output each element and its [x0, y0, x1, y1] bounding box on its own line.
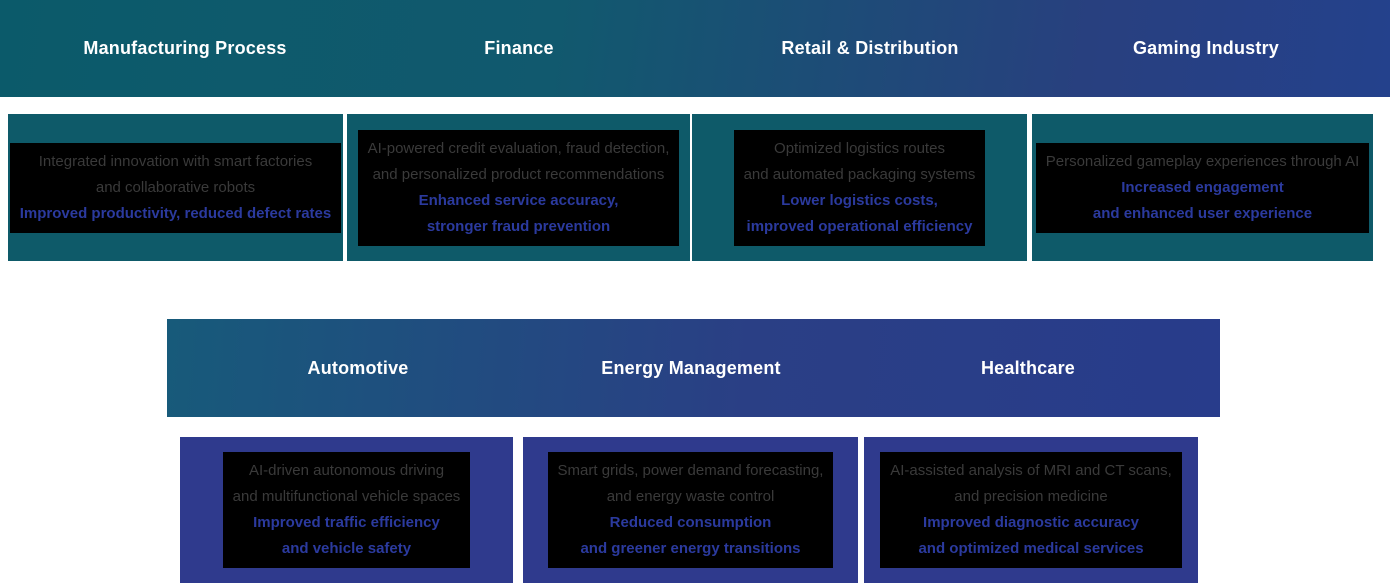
header-title-retail-distribution: Retail & Distribution — [781, 38, 959, 58]
description-line: Optimized logistics routes — [774, 139, 945, 157]
card-text-box: AI-powered credit evaluation, fraud dete… — [357, 129, 680, 246]
card-automotive: AI-driven autonomous driving and multifu… — [180, 437, 513, 583]
description-line: and precision medicine — [954, 488, 1108, 505]
description-line: and personalized product recommendations — [372, 165, 665, 183]
description-line: AI-driven autonomous driving — [248, 462, 445, 479]
outcome-line: and enhanced user experience — [1092, 204, 1313, 222]
description-line: and collaborative robots — [95, 178, 256, 196]
industries-header-bottom: Automotive Energy Management Healthcare — [167, 319, 1220, 417]
card-retail-distribution: Optimized logistics routes and automated… — [692, 114, 1027, 261]
outcome-line: and vehicle safety — [281, 540, 412, 557]
outcome-line: Increased engagement — [1121, 178, 1284, 196]
description-line: Personalized gameplay experiences throug… — [1045, 152, 1360, 170]
card-finance: AI-powered credit evaluation, fraud dete… — [347, 114, 690, 261]
header-title-finance: Finance — [484, 38, 554, 58]
card-healthcare: AI-assisted analysis of MRI and CT scans… — [864, 437, 1198, 583]
card-text-box: AI-driven autonomous driving and multifu… — [222, 452, 471, 568]
card-manufacturing-process: Integrated innovation with smart factori… — [8, 114, 343, 261]
card-text-box: Integrated innovation with smart factori… — [9, 142, 342, 233]
header-title-gaming-industry: Gaming Industry — [1132, 38, 1279, 58]
card-text-box: Optimized logistics routes and automated… — [733, 129, 986, 246]
description-line: and energy waste control — [606, 488, 775, 505]
card-energy-management: Smart grids, power demand forecasting, a… — [523, 437, 858, 583]
outcome-line: stronger fraud prevention — [426, 217, 611, 235]
outcome-line: Reduced consumption — [609, 514, 772, 531]
outcome-line: Lower logistics costs, — [781, 191, 938, 209]
card-text-box: Smart grids, power demand forecasting, a… — [547, 452, 834, 568]
outcome-line: Improved productivity, reduced defect ra… — [19, 204, 332, 222]
card-gaming-industry: Personalized gameplay experiences throug… — [1032, 114, 1373, 261]
outcome-line: Improved diagnostic accuracy — [923, 514, 1139, 531]
description-line: and multifunctional vehicle spaces — [232, 488, 461, 505]
header-title-healthcare: Healthcare — [980, 357, 1076, 378]
description-line: Smart grids, power demand forecasting, — [557, 462, 824, 479]
outcome-line: Improved traffic efficiency — [253, 514, 440, 531]
card-text-box: AI-assisted analysis of MRI and CT scans… — [880, 452, 1182, 568]
outcome-line: Enhanced service accuracy, — [418, 191, 619, 209]
outcome-line: and greener energy transitions — [580, 540, 801, 557]
header-title-energy-management: Energy Management — [601, 357, 781, 378]
description-line: AI-powered credit evaluation, fraud dete… — [367, 139, 670, 157]
card-text-box: Personalized gameplay experiences throug… — [1035, 142, 1370, 233]
outcome-line: improved operational efficiency — [746, 217, 973, 235]
description-line: AI-assisted analysis of MRI and CT scans… — [890, 462, 1172, 479]
header-title-automotive: Automotive — [307, 357, 409, 378]
industries-header-top: Manufacturing Process Finance Retail & D… — [0, 0, 1390, 97]
header-title-manufacturing-process: Manufacturing Process — [83, 38, 287, 58]
description-line: and automated packaging systems — [743, 165, 976, 183]
outcome-line: and optimized medical services — [918, 540, 1144, 557]
description-line: Integrated innovation with smart factori… — [38, 152, 313, 170]
